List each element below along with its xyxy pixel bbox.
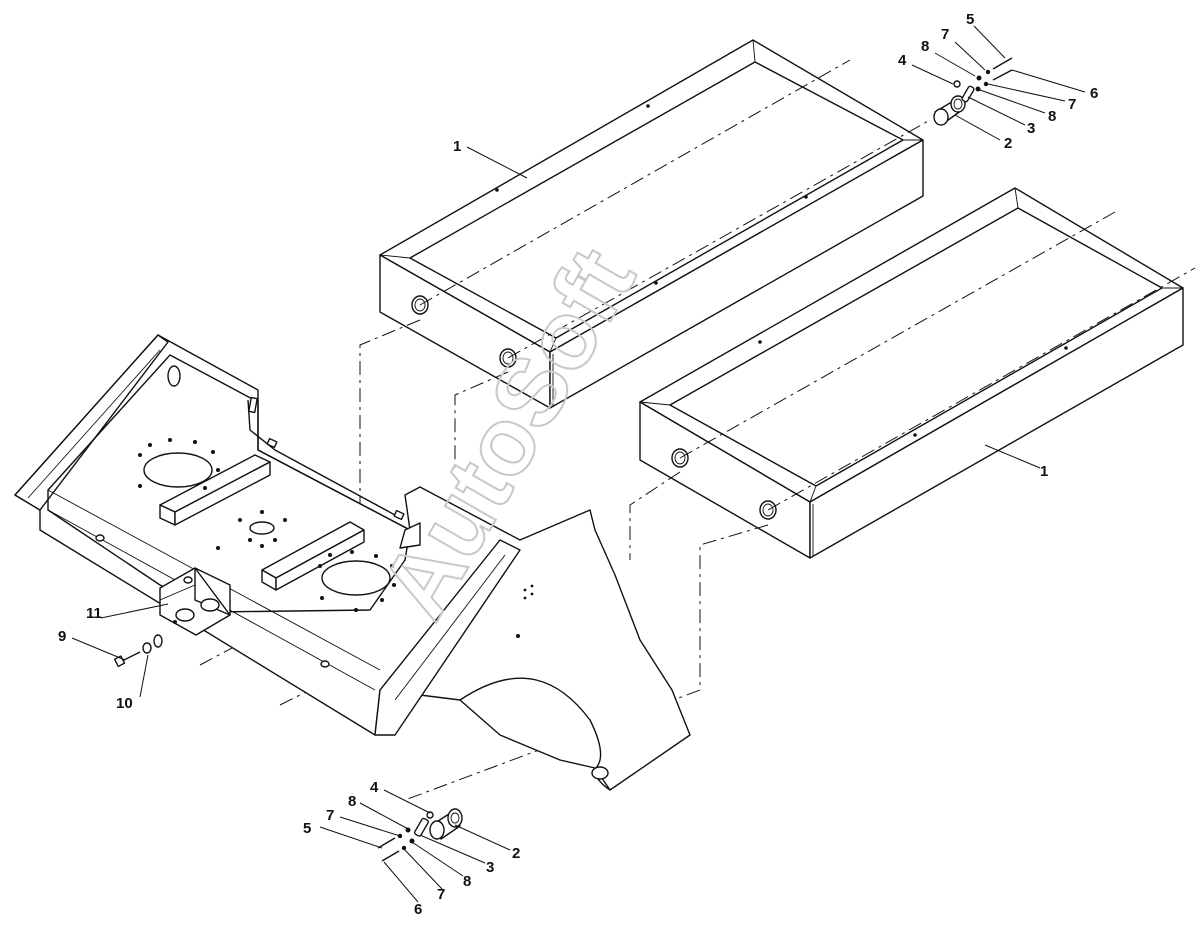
filler-neck-bottom — [429, 808, 463, 840]
bolt-bottom-a — [377, 837, 396, 849]
filler-neck-top — [933, 95, 966, 126]
frame-bearing-opening-1 — [143, 452, 213, 488]
bolt-top-a — [992, 57, 1013, 70]
callout-lockwasher-bottom: 8 — [348, 793, 356, 810]
callout-neck-top: 2 — [1004, 135, 1012, 152]
tank-upper — [379, 39, 924, 409]
callout-gasket-bottom: 4 — [370, 779, 379, 796]
callout-washer-bottom-b: 7 — [437, 886, 445, 903]
callout-clamp-bottom: 3 — [486, 859, 494, 876]
callout-neck-bottom: 2 — [512, 845, 520, 862]
callout-tank-upper: 1 — [453, 138, 461, 155]
callout-bolt6-bottom: 6 — [414, 901, 422, 918]
callout-leaders — [71, 25, 1086, 903]
chassis-frame — [14, 334, 691, 791]
frame-floor — [47, 354, 411, 613]
frame-tow-eye — [591, 766, 609, 780]
callout-tank-lower: 1 — [1040, 463, 1048, 480]
washer-10-a — [142, 642, 152, 654]
hitch-fasteners — [113, 634, 163, 668]
washer-top-b — [975, 86, 981, 92]
callout-labels: 1 1 5 8 7 4 6 7 8 3 2 11 9 10 4 8 7 5 2 … — [58, 11, 1098, 918]
callout-hitch-bracket: 11 — [86, 605, 102, 622]
frame-lift-hole — [167, 365, 181, 387]
callout-lockwasher-top-b: 8 — [1048, 108, 1056, 125]
clamp-top — [961, 85, 975, 103]
frame-right-rail — [374, 539, 521, 736]
tank-lower-side — [809, 287, 1184, 559]
callout-bolt6-top: 6 — [1090, 85, 1098, 102]
callout-hitch-washer: 10 — [116, 695, 133, 712]
washer-10-b — [153, 634, 163, 648]
lockwasher-top-b — [983, 81, 989, 87]
callout-clamp-top: 3 — [1027, 120, 1035, 137]
callout-bolt-bottom: 5 — [303, 820, 311, 837]
callout-lockwasher-bottom-b: 8 — [463, 873, 471, 890]
filler-assembly-top — [933, 57, 1013, 126]
callout-washer-top-b: 7 — [1068, 96, 1076, 113]
callout-gasket-top: 4 — [898, 52, 907, 69]
frame-center-hole — [249, 521, 275, 535]
lockwasher-bottom-b — [401, 845, 407, 851]
tank-lower — [639, 187, 1184, 559]
lockwasher-top-a — [985, 69, 991, 75]
frame-bearing-opening-2 — [321, 560, 391, 596]
bolt-bottom-b — [381, 850, 400, 862]
gasket-bottom — [426, 811, 434, 819]
tank-upper-side — [549, 139, 924, 409]
washer-top-a — [976, 75, 982, 81]
frame-dowel-pin-2 — [320, 660, 330, 668]
frame-dowel-pin-1 — [95, 534, 105, 542]
clamp-bottom — [413, 817, 429, 837]
callout-washer-top: 7 — [941, 26, 949, 43]
callout-bolt-top: 5 — [966, 11, 974, 28]
callout-washer-bottom: 7 — [326, 807, 334, 824]
frame-left-rail — [14, 334, 169, 511]
gasket-top — [953, 80, 961, 88]
filler-assembly-bottom — [377, 808, 463, 862]
bolt-top-b — [992, 69, 1013, 81]
frame-tail-plate — [459, 677, 602, 769]
callout-hitch-bolt: 9 — [58, 628, 66, 645]
callout-lockwasher-top: 8 — [921, 38, 929, 55]
